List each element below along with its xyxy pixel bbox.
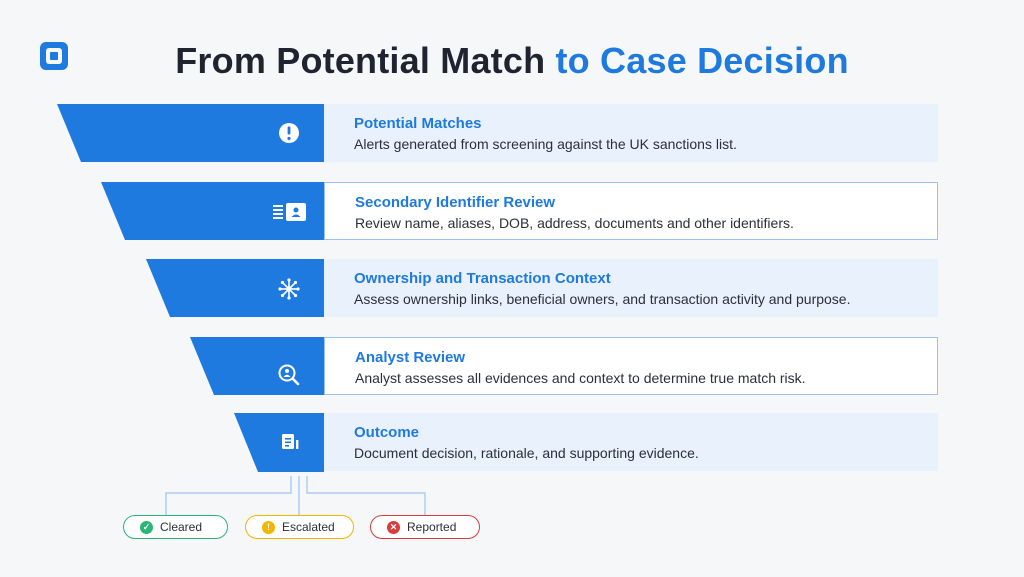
outcome-reported-badge: ✕ Reported (370, 515, 480, 539)
stage-description: Document decision, rationale, and suppor… (354, 445, 699, 461)
id-card-icon (273, 203, 306, 221)
alert-icon (279, 123, 299, 143)
title-accent: to Case Decision (555, 40, 849, 81)
outcome-label: Reported (407, 520, 457, 534)
funnel-segment-potential-matches (57, 104, 324, 162)
outcome-connectors (165, 476, 426, 515)
check-icon: ✓ (140, 520, 153, 534)
funnel-segment-ownership-context (146, 259, 324, 317)
stage-label: Secondary Identifier Review (355, 194, 556, 211)
stage-card-analyst-review: Analyst Review Analyst assesses all evid… (324, 337, 938, 395)
connector-reported (306, 476, 426, 515)
network-icon (278, 278, 300, 300)
connector-cleared (165, 476, 292, 515)
page-title: From Potential Match to Case Decision (0, 40, 1024, 82)
stage-description: Alerts generated from screening against … (354, 136, 737, 152)
search-person-icon (278, 364, 300, 386)
stage-label: Potential Matches (354, 115, 482, 132)
title-main: From Potential Match (175, 40, 546, 81)
logo-icon (40, 42, 68, 70)
stage-label: Analyst Review (355, 349, 466, 366)
stage-card-potential-matches: Potential Matches Alerts generated from … (324, 104, 938, 162)
x-icon: ✕ (387, 520, 400, 534)
stage-label: Ownership and Transaction Context (354, 270, 611, 287)
document-icon (282, 434, 299, 449)
stage-card-secondary-review: Secondary Identifier Review Review name,… (324, 182, 938, 240)
funnel-segment-outcome (234, 413, 324, 472)
stage-card-ownership-context: Ownership and Transaction Context Assess… (324, 259, 938, 317)
stage-description: Assess ownership links, beneficial owner… (354, 291, 851, 307)
outcome-label: Cleared (160, 520, 203, 534)
stage-description: Analyst assesses all evidences and conte… (355, 370, 806, 386)
funnel-segment-secondary-review (101, 182, 324, 240)
exclamation-icon: ! (262, 520, 275, 534)
outcome-escalated-badge: ! Escalated (245, 515, 354, 539)
stage-card-outcome: Outcome Document decision, rationale, an… (324, 413, 938, 471)
funnel-segment-analyst-review (190, 337, 324, 395)
stage-description: Review name, aliases, DOB, address, docu… (355, 215, 794, 231)
outcome-cleared-badge: ✓ Cleared (123, 515, 228, 539)
stage-label: Outcome (354, 424, 420, 441)
outcome-label: Escalated (282, 520, 335, 534)
